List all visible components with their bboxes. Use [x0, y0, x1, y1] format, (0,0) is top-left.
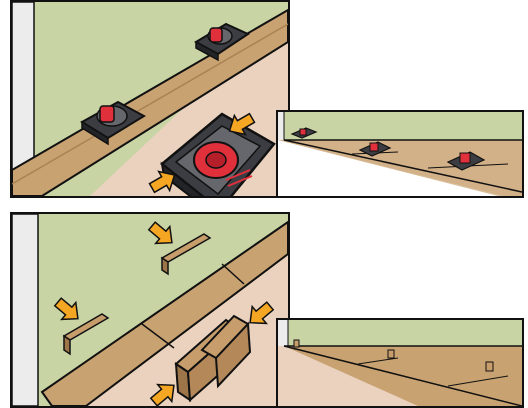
pointing-arrow-icon — [147, 221, 173, 245]
spacer-clip-icon — [446, 151, 486, 171]
panel-spacers-overview — [276, 110, 524, 198]
spacer-clip-icon — [290, 127, 318, 139]
spacer-clip-icon — [80, 100, 147, 146]
spacer-clip-icon — [193, 22, 251, 62]
pointing-arrow-icon — [148, 170, 176, 194]
panel-spacers-closeup — [10, 0, 290, 198]
wall-corner — [12, 2, 35, 196]
wall-corner — [12, 214, 39, 406]
pointing-arrow-icon — [53, 297, 79, 321]
wood-block-icon — [293, 339, 300, 348]
spacer-clip-icon — [358, 141, 392, 157]
wood-block-icon — [160, 233, 212, 276]
pointing-arrow-icon — [249, 301, 275, 325]
wood-block-icon — [387, 349, 395, 359]
wood-block-icon — [485, 361, 494, 372]
panel-blocks-closeup-art — [12, 214, 288, 406]
panel-blocks-closeup — [10, 212, 290, 408]
pointing-arrow-icon — [149, 383, 175, 406]
panel-blocks-overview — [276, 318, 524, 408]
panel-blocks-overview-art — [278, 320, 522, 406]
panel-spacers-overview-art — [278, 112, 522, 196]
pointing-arrow-icon — [228, 112, 256, 136]
wood-block-enlarged-icon — [174, 314, 252, 403]
panel-spacers-closeup-art — [12, 2, 288, 196]
wood-block-icon — [62, 313, 110, 356]
